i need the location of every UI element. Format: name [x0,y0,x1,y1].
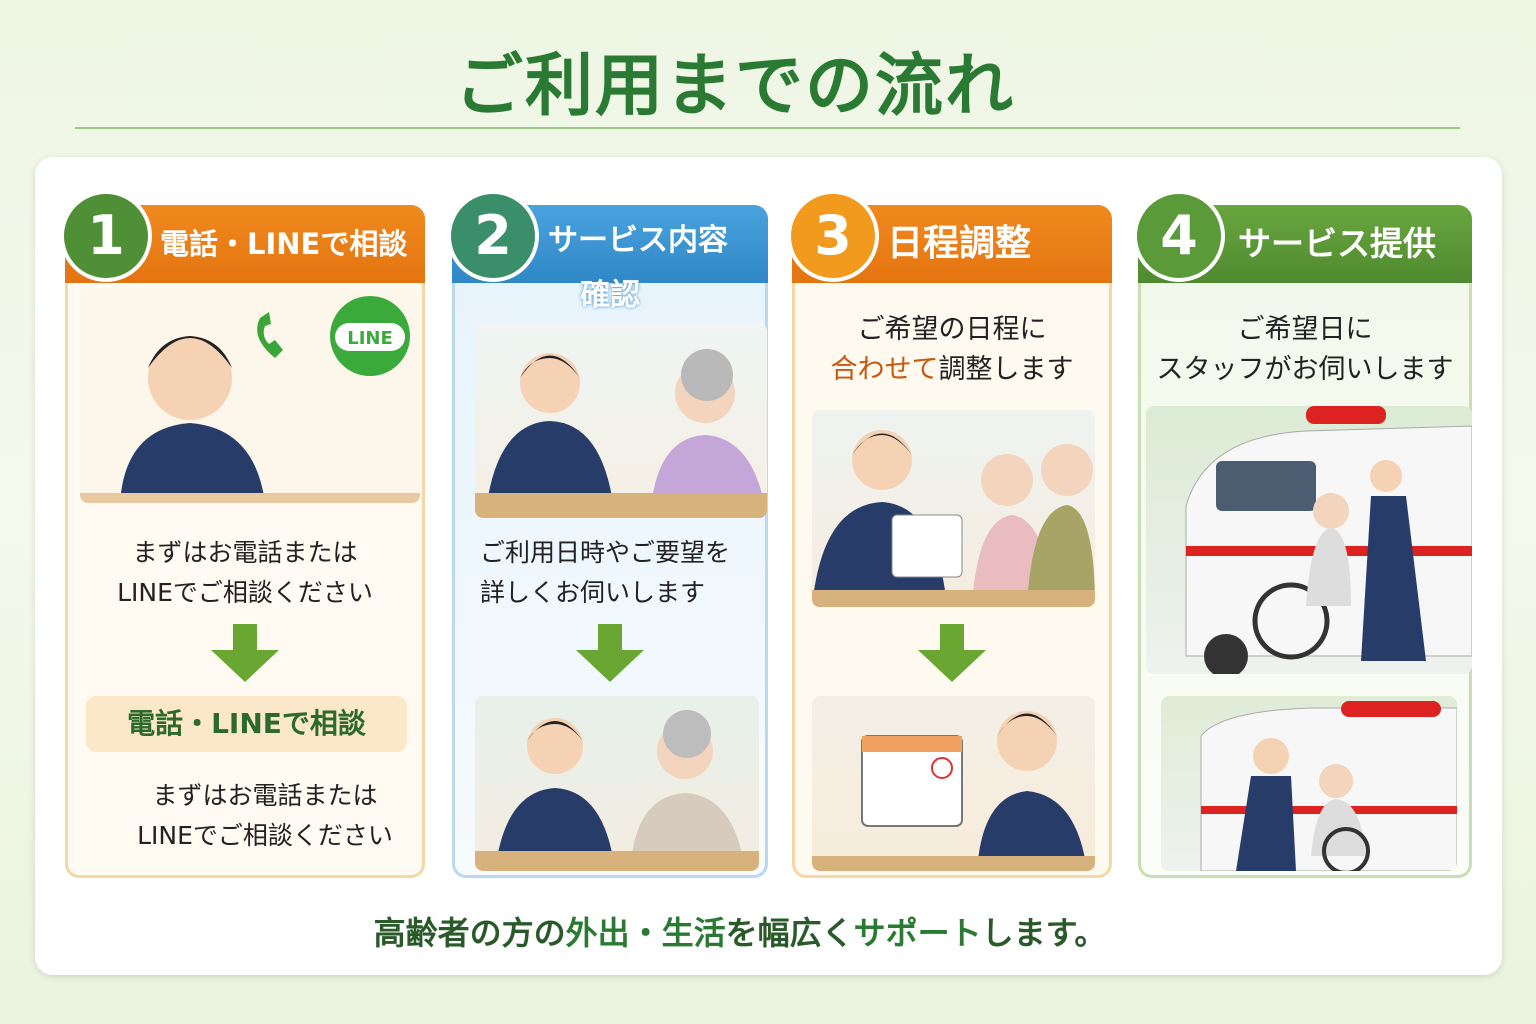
step-1-pill: 電話・LINEで相談 [86,696,407,752]
step-2-panel: サービス内容 確認 2 ご利用日時やご要望を詳しくお伺いします [447,190,768,878]
step-4-description: ご希望日にスタッフがお伺いします [1156,314,1454,385]
phone-icon [257,312,283,358]
footer-tagline: 高齢者の方の外出・生活を幅広くサポートします。 [373,914,1107,952]
title-divider [75,127,1460,129]
ambulance-wheelchair-illustration [1146,406,1472,674]
line-logo-icon: LINE [347,328,393,349]
step-3-panel: 日程調整 3 ご希望の日程に合わせて調整します [787,190,1112,878]
down-arrow-icon [211,624,279,682]
step-3-badge: 3 [787,190,879,282]
step-2-heading: サービス内容 [548,223,728,258]
step-2-heading-line2: 確認 [580,278,640,313]
phone-call-illustration: LINE [80,288,420,503]
down-arrow-icon [918,624,986,682]
down-arrow-icon [576,624,644,682]
ambulance-boarding-illustration [1161,696,1457,871]
step-4-heading: サービス提供 [1238,224,1436,263]
calendar-illustration [812,696,1095,871]
meeting-illustration [475,696,759,871]
consultation-illustration [475,323,767,518]
schedule-illustration [812,410,1095,607]
step-2-badge: 2 [447,190,539,282]
step-3-heading: 日程調整 [887,223,1032,264]
step-4-badge: 4 [1133,190,1225,282]
step-4-panel: サービス提供 4 ご希望日にスタッフがお伺いします [1133,190,1472,878]
step-3-description: ご希望の日程に合わせて調整します [830,314,1074,385]
step-1-heading: 電話・LINEで相談 [160,227,408,261]
step-1-badge: 1 [60,190,152,282]
page-title: ご利用までの流れ [454,47,1015,126]
step-2-description: ご利用日時やご要望を詳しくお伺いします [480,538,731,607]
